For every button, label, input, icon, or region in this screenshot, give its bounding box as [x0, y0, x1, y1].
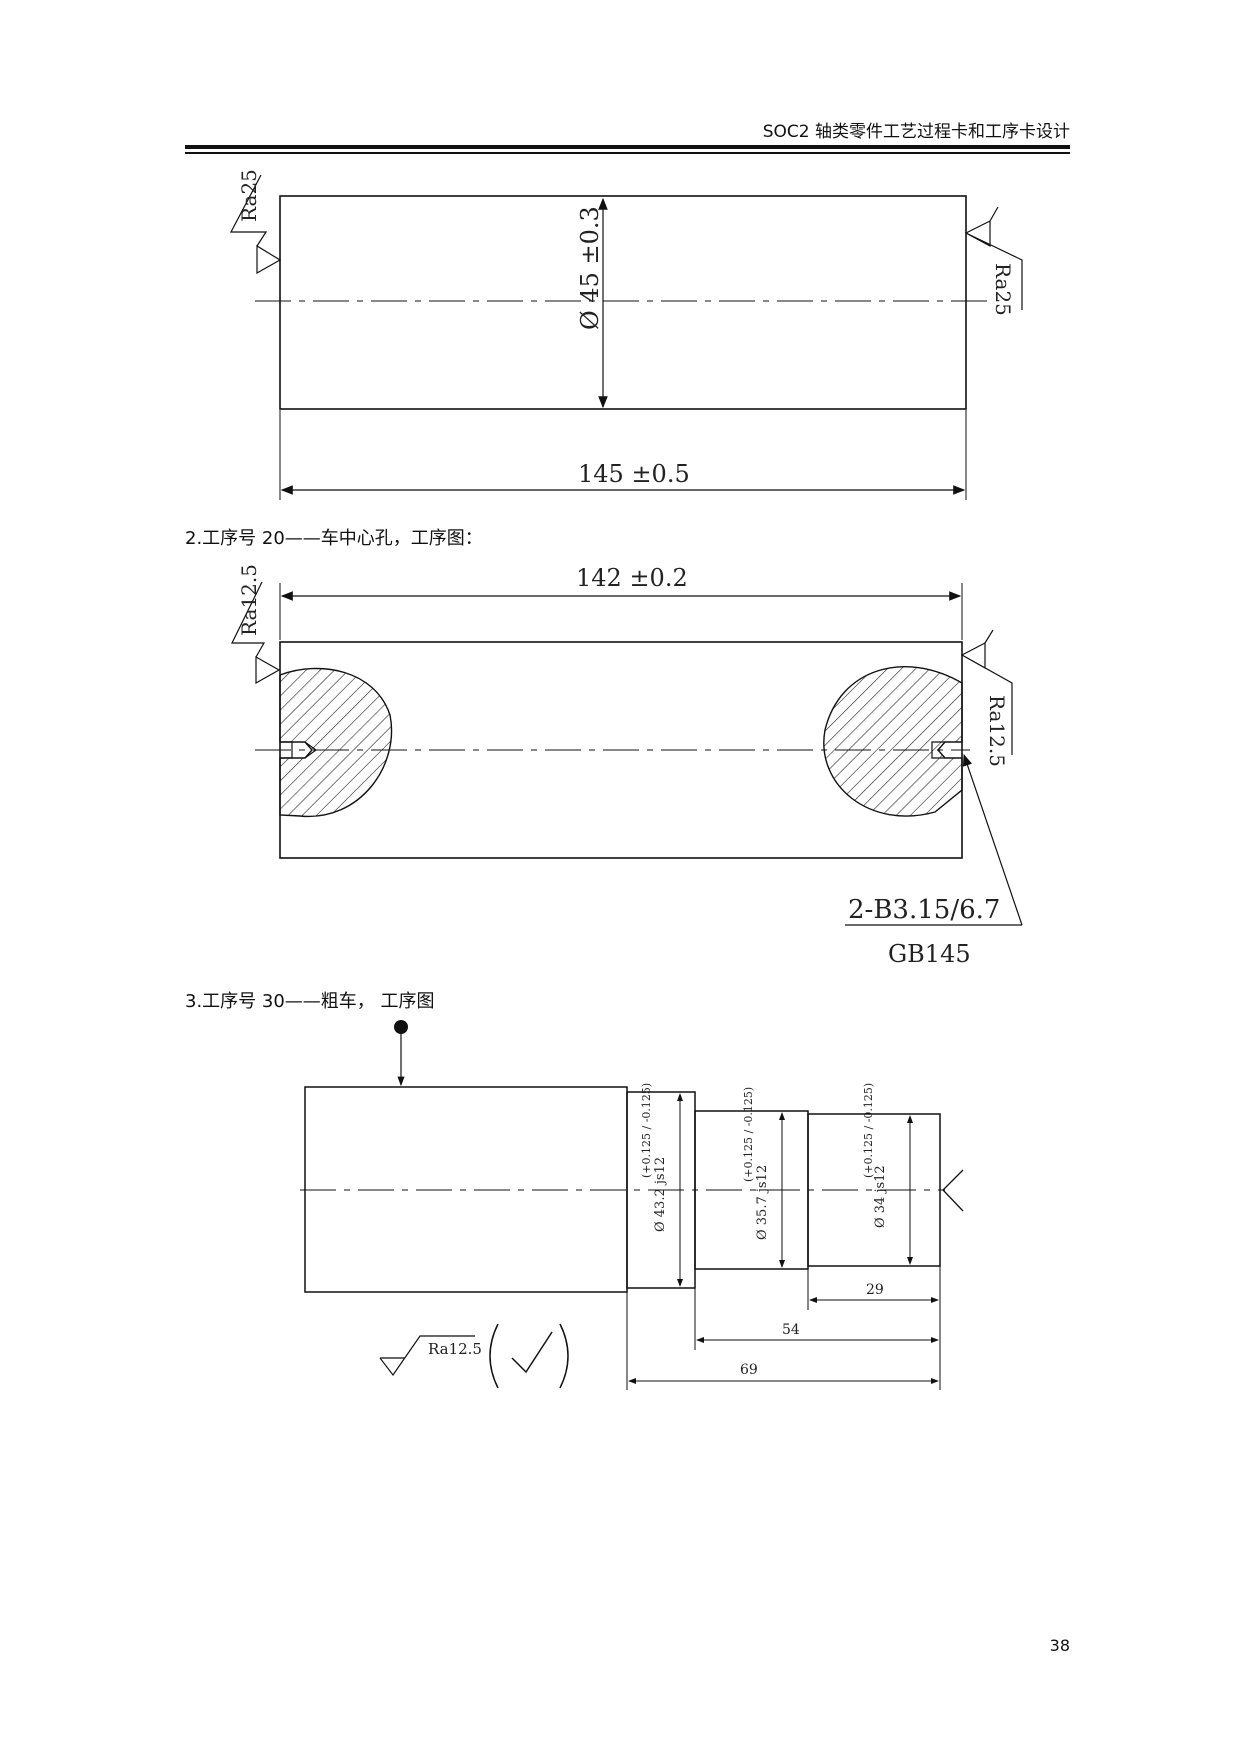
roughness-symbol-general [379, 1335, 475, 1377]
diameter-label: Ø 45 ±0.3 [576, 206, 604, 330]
workpiece-blank [279, 195, 967, 410]
length-label: 142 ±0.2 [576, 564, 688, 592]
caption-op30: 3.工序号 30——粗车， 工序图 [185, 991, 435, 1012]
len3-label: 69 [740, 1362, 758, 1378]
center-hole-leader [962, 753, 1023, 926]
len1-label: 29 [866, 1282, 884, 1298]
center-hole-spec: 2-B3.15/6.7 [848, 895, 1000, 925]
roughness-general-label: Ra12.5 [428, 1340, 482, 1358]
length-label: 145 ±0.5 [578, 460, 690, 488]
dia3-label: Ø 34 js12 [873, 1165, 888, 1228]
dia1-label: Ø 43.2 js12 [653, 1157, 668, 1232]
page-number: 38 [1049, 1636, 1070, 1655]
roughness-symbol-right [960, 629, 1013, 755]
dia2-label: Ø 35.7 js12 [755, 1165, 770, 1240]
roughness-symbol-right [964, 206, 1023, 310]
figure-2-drawing: 142 ±0.2 Ra12.5 Ra12.5 2-B3.15/6.7 GB145 [231, 564, 1023, 968]
header-rule-thin [185, 152, 1070, 154]
roughness-right-label: Ra12.5 [985, 695, 1009, 767]
caption-op20: 2.工序号 20——车中心孔，工序图： [185, 528, 483, 549]
figure-3-drawing: Ø 43.2 js12 (+0.125 / -0.125) Ø 35.7 js1… [300, 1020, 964, 1390]
center-hole-section-left [279, 667, 393, 818]
roughness-symbol-left [230, 174, 282, 275]
dia2-tolerance: (+0.125 / -0.125) [742, 1087, 755, 1182]
center-hole-standard: GB145 [888, 940, 971, 968]
clamp-point-icon [394, 1020, 408, 1034]
roughness-left-label: Ra12.5 [237, 564, 261, 636]
dia1-tolerance: (+0.125 / -0.125) [640, 1083, 653, 1178]
center-hole-section-right [823, 666, 963, 817]
running-header: SOC2 轴类零件工艺过程卡和工序卡设计 [762, 122, 1070, 142]
len2-label: 54 [782, 1322, 800, 1338]
dia3-tolerance: (+0.125 / -0.125) [862, 1083, 875, 1178]
figure-1-drawing: Ø 45 ±0.3 145 ±0.5 Ra25 Ra25 [230, 169, 1023, 500]
center-support-icon [942, 1169, 964, 1212]
header-rule-thick [185, 145, 1070, 149]
roughness-right-label: Ra25 [991, 263, 1015, 316]
roughness-left-label: Ra25 [237, 169, 261, 222]
roughness-symbol-left [231, 581, 281, 685]
check-mark-icon [511, 1331, 553, 1374]
